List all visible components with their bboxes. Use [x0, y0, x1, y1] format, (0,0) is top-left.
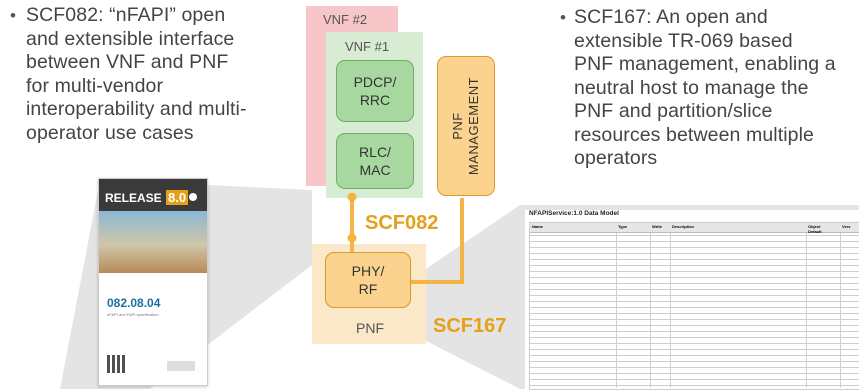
document-cover: RELEASE 8.0 082.08.04 nFAPI and FAPI spe…: [98, 178, 208, 386]
right-bullet-text: SCF167: An open and extensible TR-069 ba…: [574, 6, 859, 171]
left-bullet-line: SCF082: “nFAPI” open: [26, 4, 226, 26]
left-bullet-text: SCF082: “nFAPI” open and extensible inte…: [26, 4, 326, 145]
cover-doc-number: 082.08.04: [107, 296, 161, 310]
right-bullet-line: neutral host to manage the: [574, 76, 809, 99]
cover-release-number: 8.0: [166, 190, 189, 205]
qr-code-icon: [107, 355, 125, 373]
pnf-label: PNF: [356, 320, 384, 336]
pdcp-rrc-module[interactable]: PDCP/ RRC: [336, 60, 414, 122]
bullet-dot: •: [560, 8, 566, 27]
cover-doc-subtitle: nFAPI and FAPI specification: [107, 312, 159, 317]
cover-release-label: RELEASE: [105, 191, 162, 205]
phy-rf-module[interactable]: PHY/ RF: [325, 252, 411, 308]
scf082-link-bottom-dot: [347, 233, 357, 243]
cover-footer-logo-icon: [167, 361, 195, 371]
header-description: Description: [672, 224, 695, 229]
pnf-management-module[interactable]: PNF MANAGEMENT: [437, 56, 495, 196]
scf167-link: [411, 198, 464, 284]
scf082-label: SCF082: [365, 212, 439, 234]
header-type: Type: [618, 224, 628, 229]
left-bullet-line: interoperability and multi-: [26, 98, 247, 120]
header-version: Vers: [842, 224, 851, 229]
right-bullet-line: PNF management, enabling a: [574, 53, 836, 75]
rlc-mac-module[interactable]: RLC/ MAC: [336, 133, 414, 189]
data-model-title: NFAPIService:1.0 Data Model: [529, 210, 619, 217]
right-bullet-line: SCF167: An open and: [574, 6, 768, 28]
bullet-dot: •: [10, 6, 16, 25]
table-header-row: Name Type Write Description Object Defau…: [530, 223, 859, 234]
data-model-doc: NFAPIService:1.0 Data Model Name Type Wr…: [525, 210, 859, 390]
left-bullet-line: between VNF and PNF: [26, 51, 229, 73]
pdcp-rrc-label: PDCP/ RRC: [353, 74, 397, 108]
left-bullet-line: and extensible interface: [26, 27, 235, 50]
vnf1-label: VNF #1: [345, 39, 390, 54]
left-bullet-line: operator use cases: [26, 121, 194, 144]
cover-photo: [99, 211, 207, 273]
cover-header: RELEASE 8.0: [99, 179, 207, 211]
table-body: [530, 233, 859, 388]
rlc-mac-label: RLC/ MAC: [359, 144, 391, 178]
right-bullet-line: PNF and partition/slice: [574, 100, 773, 122]
cover-logo-icon: [189, 193, 197, 201]
scf167-label: SCF167: [433, 315, 507, 337]
right-bullet-line: resources between multiple: [574, 123, 814, 146]
phy-rf-label: PHY/ RF: [351, 263, 385, 297]
header-name: Name: [532, 224, 543, 229]
right-bullet-line: extensible TR-069 based: [574, 29, 793, 52]
right-bullet-line: operators: [574, 147, 658, 169]
vnf2-label: VNF #2: [323, 12, 368, 27]
scf082-link-top-dot: [347, 192, 357, 202]
header-default: Object Default: [808, 224, 822, 234]
header-write: Write: [652, 224, 662, 229]
left-bullet-line: for multi-vendor: [26, 74, 164, 97]
